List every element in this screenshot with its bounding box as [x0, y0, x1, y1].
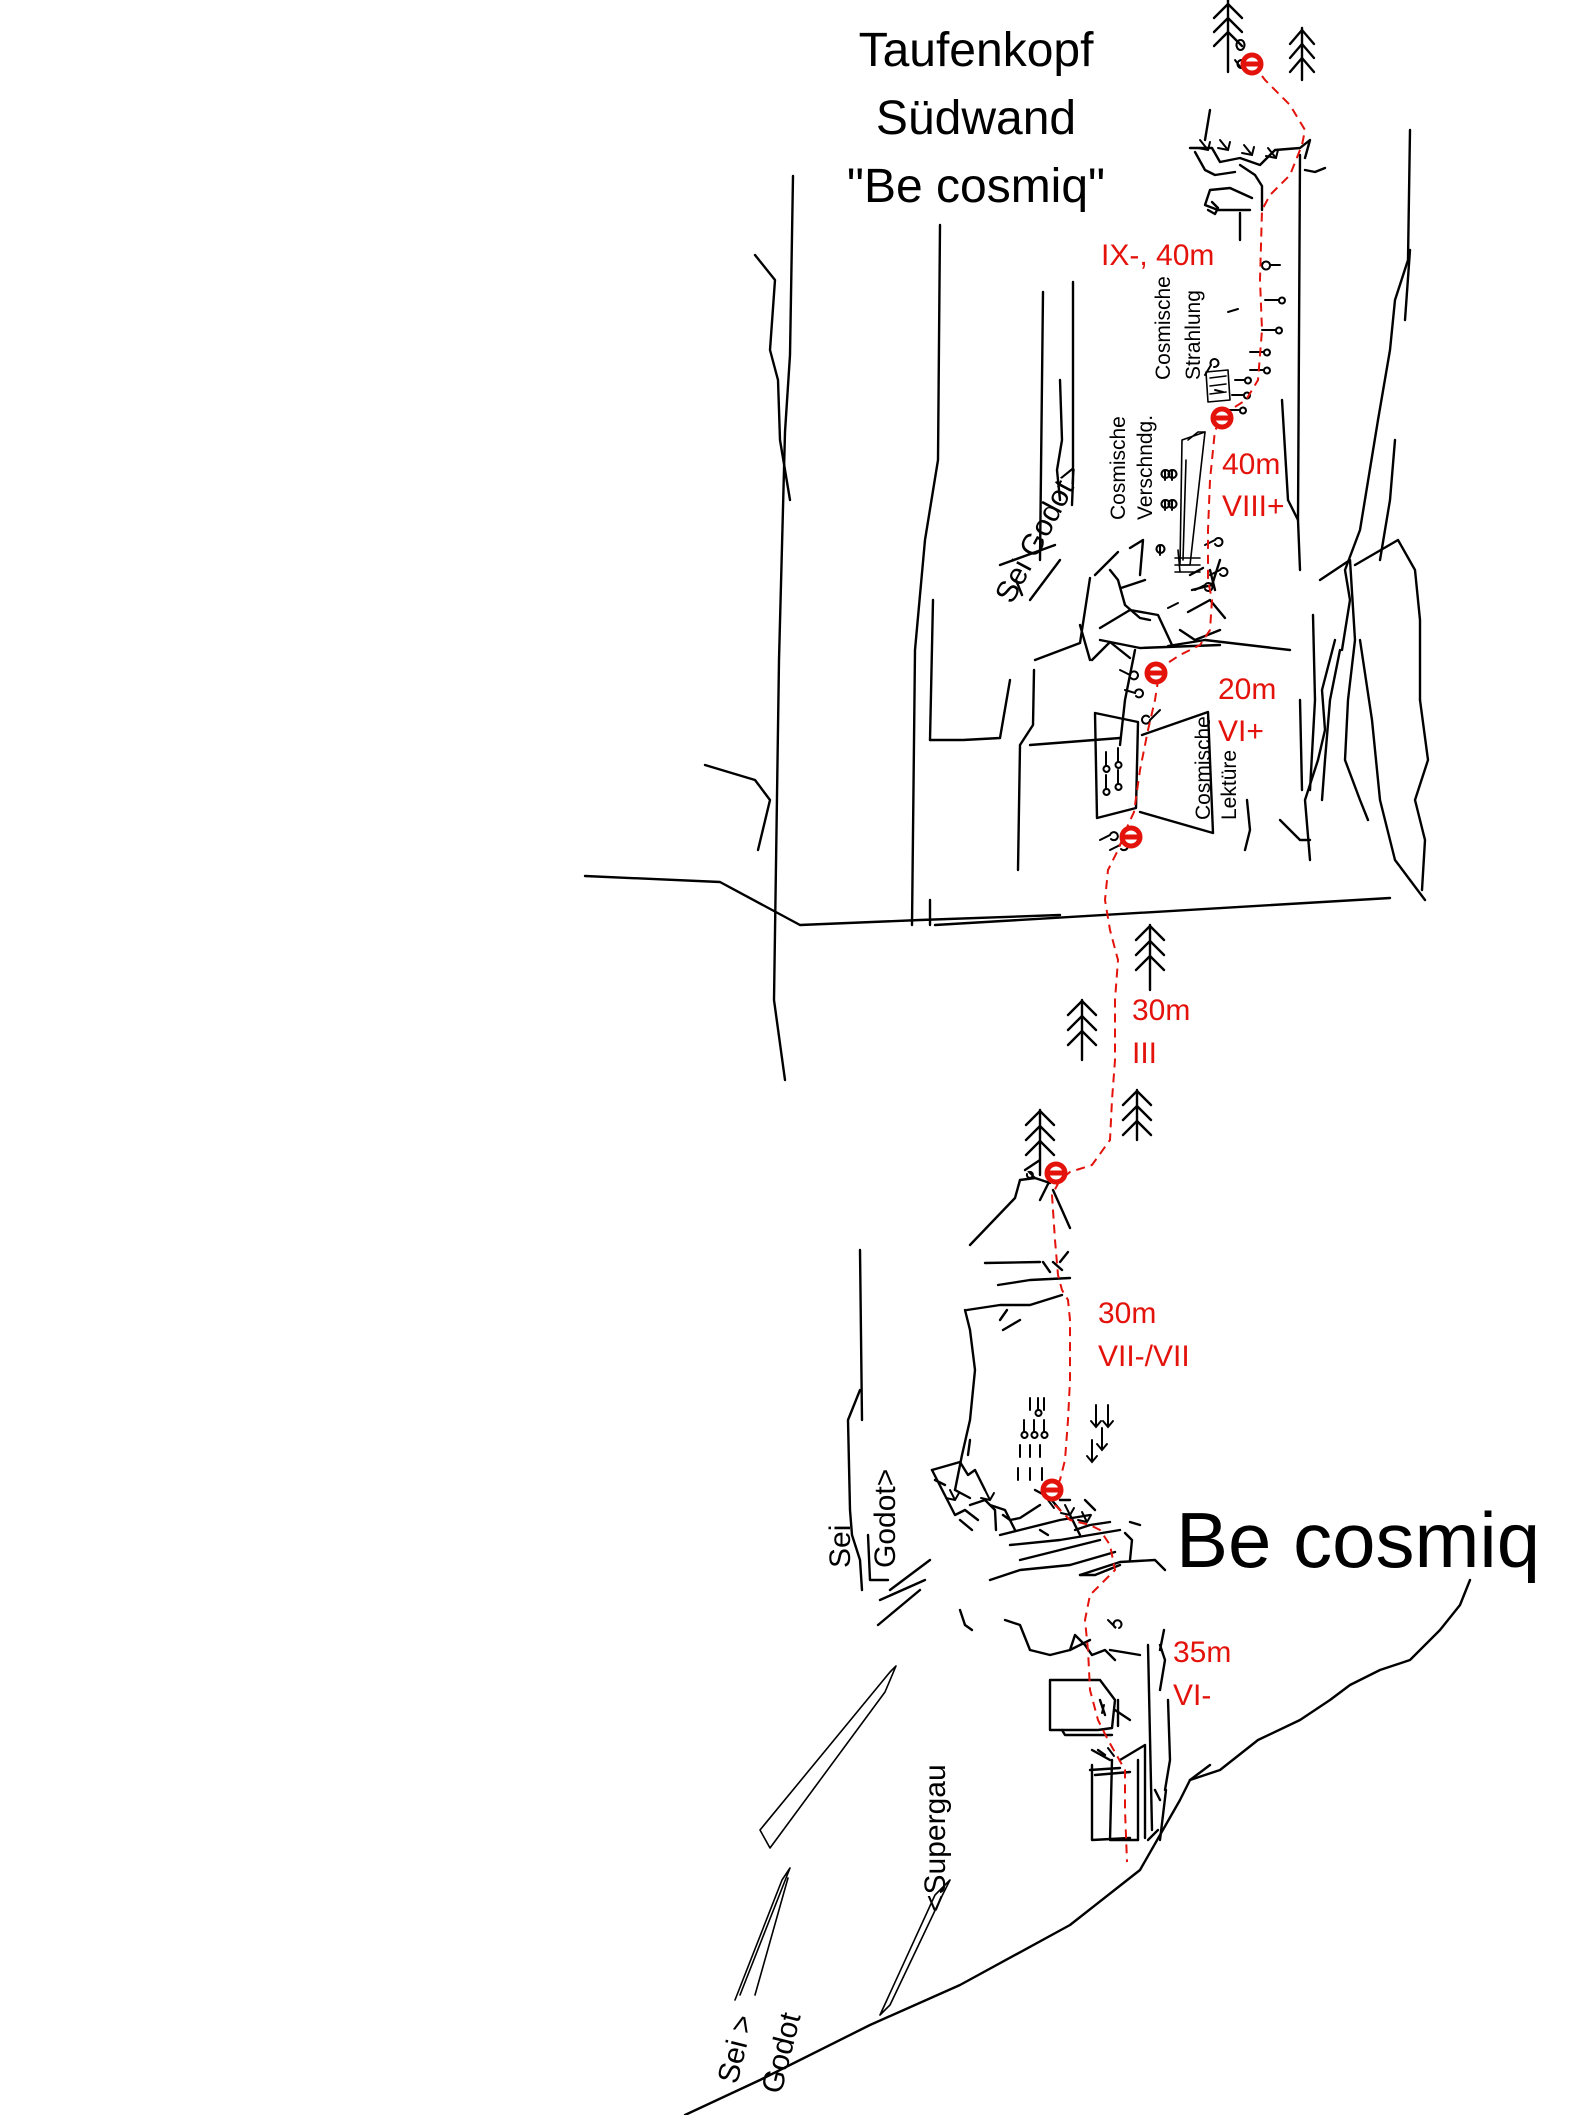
tree-icon — [1288, 26, 1316, 82]
tree-icon — [1024, 1108, 1056, 1177]
sei-godot-low-label-2: Godot — [756, 2009, 808, 2097]
pitch-6-grade: VI- — [1173, 1679, 1211, 1712]
tree-icon — [1066, 998, 1098, 1062]
belay-station-icon — [1119, 825, 1143, 849]
belay-station-icon — [1210, 406, 1234, 430]
lektuere-label-1: Cosmische — [1192, 716, 1215, 820]
belay-station-icon — [1040, 1478, 1064, 1502]
strahlung-label-2: Strahlung — [1182, 290, 1205, 380]
pitch-4-length: 30m — [1132, 994, 1190, 1027]
lower-wall-rock — [846, 1158, 1172, 1842]
title-line-1: Taufenkopf — [859, 24, 1095, 77]
lektuere-feature — [1093, 710, 1215, 835]
belay-station-icon — [1240, 52, 1264, 76]
pitch-6-length: 35m — [1173, 1636, 1231, 1669]
pitch-5-grade: VII-/VII — [1098, 1340, 1190, 1373]
verschneidung-label-2: Verschndg. — [1134, 415, 1157, 520]
route-line — [1050, 63, 1307, 1863]
lektuere-label-2: Lektüre — [1218, 750, 1241, 820]
title-line-3: "Be cosmiq" — [847, 160, 1105, 213]
pitch-4-grade: III — [1132, 1037, 1157, 1070]
feature-labels: Cosmische Strahlung Cosmische Verschndg.… — [1107, 276, 1241, 820]
pitch-labels: IX-, 40m 40m VIII+ 20m VI+ 30m III 30m V… — [1098, 239, 1285, 1712]
route-name-label: Be cosmiq — [1176, 1496, 1540, 1584]
pitch-5-length: 30m — [1098, 1297, 1156, 1330]
left-slabs — [734, 1665, 951, 2016]
pitch-3-grade: VI+ — [1218, 715, 1264, 748]
upper-ledge — [1188, 138, 1327, 242]
tree-icon — [1134, 923, 1166, 992]
belay-station-icon — [1144, 661, 1168, 685]
belay-station-icon — [1044, 1161, 1068, 1185]
verschneidung-feature — [1174, 431, 1206, 573]
pitch-2-grade: VIII+ — [1222, 490, 1285, 523]
sei-godot-low-label-1: Sei > — [712, 2012, 761, 2087]
pitch-2-length: 40m — [1222, 448, 1280, 481]
pitch-1-label: IX-, 40m — [1101, 239, 1214, 272]
tree-icon — [1121, 1088, 1153, 1142]
strahlung-label-1: Cosmische — [1152, 276, 1175, 380]
ground-slope — [683, 1578, 1472, 2115]
pitch-3-length: 20m — [1218, 673, 1276, 706]
topo-title: Taufenkopf Südwand "Be cosmiq" — [847, 24, 1105, 213]
verschneidung-label-1: Cosmische — [1107, 416, 1130, 520]
supergau-label: <Supergau — [919, 1764, 952, 1912]
title-line-2: Südwand — [876, 92, 1076, 145]
upper-wall-rock — [583, 108, 1430, 1082]
sei-godot-mid-label-1: Sei — [824, 1525, 857, 1568]
scree-arrows — [945, 139, 1279, 1524]
sei-godot-mid-label-2: Godot> — [869, 1469, 902, 1568]
strahlung-feature — [1205, 369, 1231, 403]
